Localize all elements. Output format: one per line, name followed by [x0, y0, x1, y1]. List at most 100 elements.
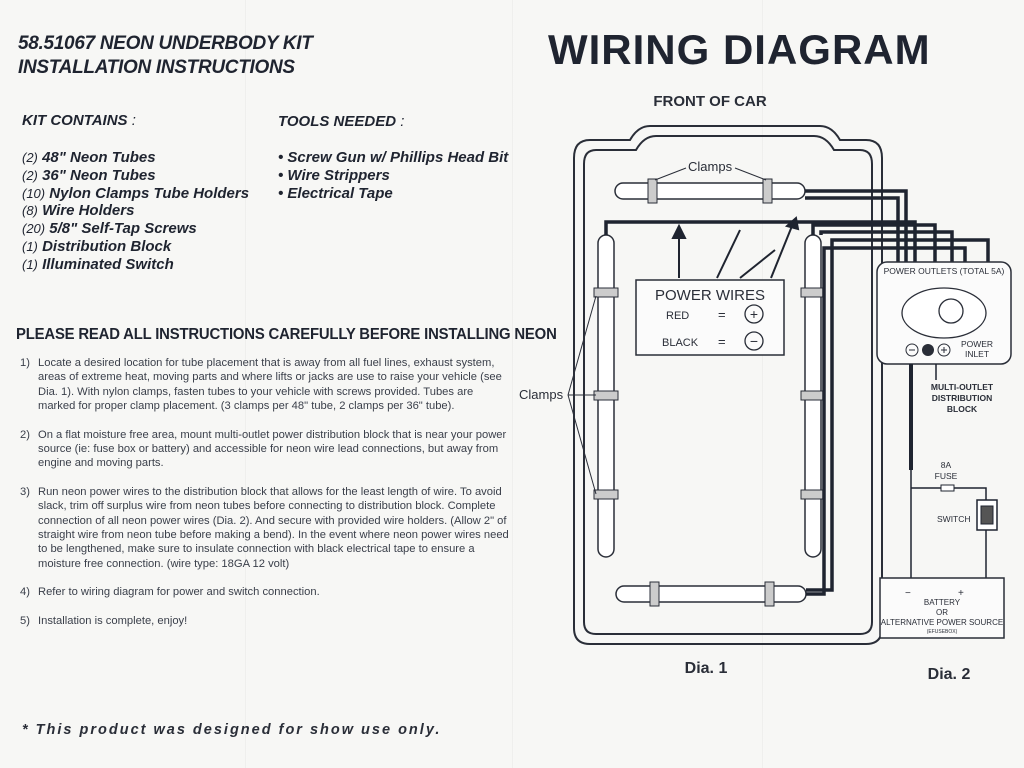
kit-item-desc: 36" Neon Tubes [42, 166, 156, 184]
dia2-label: Dia. 2 [928, 666, 971, 683]
paper-fold [512, 0, 514, 768]
instruction-step: 2) On a flat moisture free area, mount m… [20, 428, 510, 471]
step-number: 1) [20, 357, 30, 369]
kit-item: (10) Nylon Clamps Tube Holders [22, 185, 249, 203]
battery-label-line4: (EFUSEBOX) [927, 629, 958, 635]
kit-item-desc: Distribution Block [42, 237, 172, 255]
plus-terminal-icon [937, 343, 951, 357]
minus-terminal-icon [905, 343, 919, 357]
car-inner-outline [583, 135, 873, 635]
kit-item: (2) 36" Neon Tubes [22, 167, 249, 185]
kit-item-qty: (1) [22, 256, 38, 272]
battery-minus-sign: − [905, 588, 911, 599]
fuse-label-line1: 8A [941, 460, 952, 470]
diagram-title: WIRING DIAGRAM [548, 26, 931, 73]
fuse-icon [940, 484, 955, 492]
kit-title: 58.51067 NEON UNDERBODY KIT INSTALLATION… [18, 32, 313, 80]
kit-contains-label: KIT CONTAINS [22, 112, 128, 129]
kit-item-qty: (2) [22, 167, 38, 183]
power-outlets-label: POWER OUTLETS (TOTAL 5A) [884, 266, 1005, 276]
kit-contains-colon: : [127, 112, 136, 129]
battery-label-line2: OR [936, 608, 948, 617]
kit-item-desc: 48" Neon Tubes [42, 149, 156, 166]
tools-list: • Screw Gun w/ Phillips Head Bit • Wire … [278, 149, 508, 202]
clamps-left-pointer [567, 394, 597, 495]
car-outline [573, 125, 883, 645]
plus-symbol-icon [744, 304, 764, 324]
power-wires [604, 189, 990, 596]
minus-symbol: − [750, 333, 758, 349]
clamps-top-pointer [654, 167, 687, 181]
kit-item-desc: Nylon Clamps Tube Holders [49, 184, 250, 202]
kit-item-qty: (10) [22, 185, 46, 201]
equals-sign: = [718, 334, 726, 349]
distribution-block: POWER OUTLETS (TOTAL 5A) POWER INLET [876, 261, 1012, 365]
kit-item-qty: (2) [22, 150, 38, 165]
plus-symbol: + [750, 306, 758, 322]
power-wires-title: POWER WIRES [655, 287, 765, 304]
wiring-diagram: FRONT OF CAR Clamps Clamps [519, 93, 1012, 683]
kit-item: (1) Illuminated Switch [22, 256, 249, 274]
clamps-left-label: Clamps [519, 387, 564, 402]
battery-plus-sign: + [958, 588, 964, 599]
kit-contains-heading: KIT CONTAINS : [22, 112, 136, 129]
paper-fold [245, 0, 247, 768]
clamps-left-pointer [567, 295, 597, 396]
equals-sign: = [718, 307, 726, 322]
step-text: Locate a desired location for tube place… [38, 357, 502, 413]
instructions-list: 1) Locate a desired location for tube pl… [20, 356, 510, 642]
tool-item: • Electrical Tape [278, 184, 393, 202]
block-label-line2: DISTRIBUTION [932, 393, 992, 403]
inlet-plug-icon [922, 344, 934, 356]
kit-item-desc: Illuminated Switch [42, 255, 174, 273]
power-inlet-line2: INLET [965, 349, 989, 359]
kit-item-desc: Wire Holders [42, 202, 135, 220]
front-of-car-label: FRONT OF CAR [653, 93, 766, 110]
switch-label: SWITCH [937, 514, 971, 524]
power-inlet-line1: POWER [961, 339, 993, 349]
instruction-step: 5) Installation is complete, enjoy! [20, 614, 510, 628]
step-text: Installation is complete, enjoy! [38, 614, 188, 627]
tools-heading: TOOLS NEEDED : [278, 113, 404, 130]
kit-title-line2: INSTALLATION INSTRUCTIONS [18, 57, 295, 78]
clamps-top-pointer [734, 167, 767, 181]
kit-contents-list: (2) 48" Neon Tubes (2) 36" Neon Tubes (1… [22, 149, 249, 274]
kit-item: (20) 5/8" Self-Tap Screws [22, 220, 249, 238]
minus-symbol-icon [744, 331, 764, 351]
red-wire-label: RED [666, 310, 689, 322]
step-number: 2) [20, 428, 30, 441]
footer-note: * This product was designed for show use… [22, 722, 442, 738]
top-neon-tube [614, 178, 806, 204]
instruction-step: 1) Locate a desired location for tube pl… [20, 356, 510, 414]
clamps-top-label: Clamps [688, 159, 733, 174]
tool-item: • Wire Strippers [278, 166, 390, 184]
switch-icon [976, 499, 998, 531]
left-neon-tube [593, 234, 619, 558]
instruction-step: 4) Refer to wiring diagram for power and… [20, 585, 510, 599]
block-label-line1: MULTI-OUTLET [931, 382, 994, 392]
instructions-heading: PLEASE READ ALL INSTRUCTIONS CAREFULLY B… [16, 326, 557, 343]
fuse-label-line2: FUSE [935, 471, 958, 481]
step-number: 3) [20, 485, 30, 498]
block-knob-icon [938, 298, 964, 324]
kit-item: (2) 48" Neon Tubes [22, 149, 249, 167]
step-number: 4) [20, 586, 30, 599]
kit-item-qty: (1) [22, 238, 38, 254]
wire-arrows [671, 216, 800, 279]
supply-wiring [909, 364, 987, 582]
step-text: Run neon power wires to the distribution… [38, 485, 509, 570]
paper-fold [762, 0, 764, 768]
kit-item: (8) Wire Holders [22, 202, 249, 220]
block-label-line3: BLOCK [947, 404, 978, 414]
battery-box: − + BATTERY OR ALTERNATIVE POWER SOURCE … [879, 577, 1005, 639]
instruction-step: 3) Run neon power wires to the distribut… [20, 485, 510, 571]
kit-item-qty: (20) [22, 221, 46, 237]
car-outer-outline [573, 125, 883, 645]
dia1-label: Dia. 1 [685, 660, 728, 677]
tool-item: • Screw Gun w/ Phillips Head Bit [278, 149, 509, 166]
bottom-neon-tube [615, 581, 807, 607]
kit-item: (1) Distribution Block [22, 238, 249, 256]
kit-item-qty: (8) [22, 203, 38, 219]
tools-heading-label: TOOLS NEEDED [278, 113, 397, 130]
step-number: 5) [20, 614, 30, 627]
